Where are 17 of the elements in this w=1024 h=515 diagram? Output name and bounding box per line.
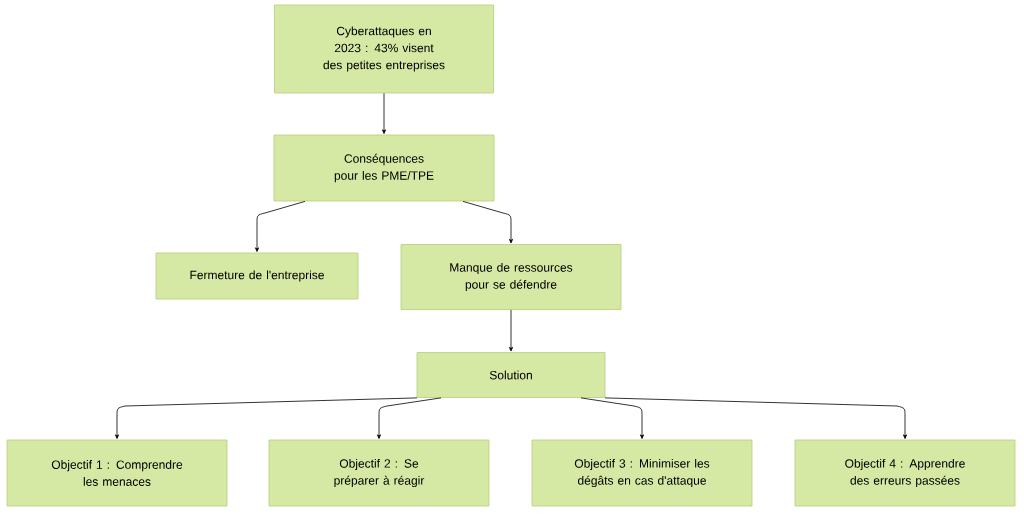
process-box: Objectif 2 : Se préparer à réagir [268,439,490,507]
arrow [580,397,644,439]
process-box: Fermeture de l'entreprise [155,252,359,300]
arrow [604,397,907,439]
arrow [115,397,418,439]
arrow [509,309,513,352]
arrow [382,93,386,134]
process-box: Objectif 4 : Apprendre des erreurs passées [794,439,1016,507]
process-box: Objectif 1 : Comprendre les menaces [6,439,228,507]
arrow [255,201,306,252]
process-box: Conséquences pour les PME/TPE [273,134,495,202]
process-box: Manque de ressources pour se défendre [400,244,622,310]
process-box: Objectif 3 : Minimiser les dégâts en cas d'attaque [531,439,753,507]
process-box: Solution [416,352,606,398]
process-box: Cyberattaques en 2023 : 43% visent des petites entreprises [274,4,494,94]
arrow [377,397,442,439]
arrow [462,201,513,244]
